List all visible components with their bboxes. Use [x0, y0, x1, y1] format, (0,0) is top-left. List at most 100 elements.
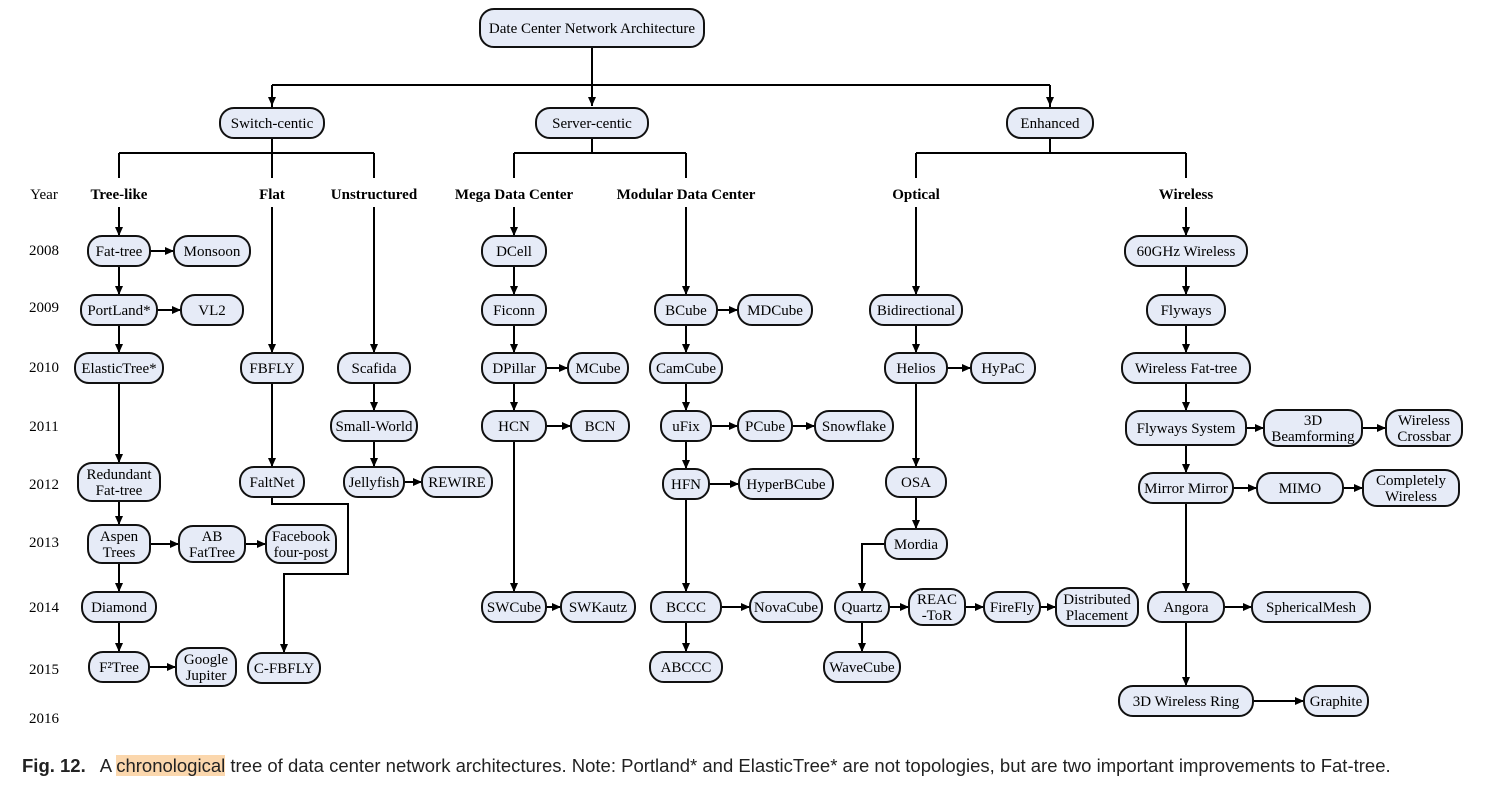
node-label-mcube: MCube: [576, 361, 621, 377]
node-box-jellyfish: [343, 466, 405, 498]
node-cfbfly: C-FBFLY: [247, 652, 321, 684]
node-label-fbfly: FBFLY: [249, 361, 294, 377]
node-box-snowflake: [814, 410, 894, 442]
node-bccc: BCCC: [650, 591, 722, 623]
node-box-hfn: [662, 468, 710, 500]
node-box-ufix: [660, 410, 712, 442]
node-helios: Helios: [884, 352, 948, 384]
node-box-wfattree: [1121, 352, 1251, 384]
node-label-vl2: VL2: [198, 303, 226, 319]
node-label-dcell: DCell: [496, 244, 532, 260]
node-abccc: ABCCC: [649, 651, 723, 683]
caption-prefix: A: [99, 755, 112, 776]
node-box-osa: [885, 466, 947, 498]
node-box-google: [175, 647, 237, 687]
node-angora: Angora: [1147, 591, 1225, 623]
node-box-switch: [219, 107, 325, 139]
node-box-pcube: [737, 410, 793, 442]
caption-body: tree of data center network architecture…: [230, 755, 1391, 776]
node-root: Date Center Network Architecture: [479, 8, 705, 48]
node-label-swcube: SWCube: [487, 600, 542, 616]
node-label-portland: PortLand*: [87, 303, 150, 319]
node-jellyfish: Jellyfish: [343, 466, 405, 498]
node-label-reactor: REAC: [917, 592, 957, 608]
node-box-scafida: [337, 352, 411, 384]
category-optical: Optical: [892, 187, 940, 203]
node-box-completely: [1362, 469, 1460, 507]
node-scafida: Scafida: [337, 352, 411, 384]
node-fattree: Fat-tree: [87, 235, 151, 267]
node-box-mimo: [1256, 472, 1344, 504]
node-label-swkautz: SWKautz: [569, 600, 628, 616]
year-2016: 2016: [29, 711, 60, 727]
node-label-abccc: ABCCC: [661, 660, 712, 676]
node-label-mimo: MIMO: [1279, 481, 1322, 497]
node-box-flyways: [1146, 294, 1226, 326]
edge-server-branches: [513, 138, 687, 178]
node-snowflake: Snowflake: [814, 410, 894, 442]
node-box-w60ghz: [1124, 235, 1248, 267]
node-label-elastictree: ElasticTree*: [81, 361, 156, 377]
node-mimo: MIMO: [1256, 472, 1344, 504]
node-box-hyperbcube: [738, 468, 834, 500]
node-label-camcube: CamCube: [656, 361, 716, 377]
node-rewire: REWIRE: [421, 466, 493, 498]
node-box-redundant: [77, 462, 161, 502]
node-label-angora: Angora: [1164, 600, 1209, 616]
node-label-wavecube: WaveCube: [829, 660, 895, 676]
node-box-smallworld: [330, 410, 418, 442]
node-box-camcube: [649, 352, 723, 384]
node-enhanced: Enhanced: [1006, 107, 1094, 139]
node-box-server: [535, 107, 649, 139]
year-2011: 2011: [29, 419, 58, 435]
category-modular-data-center: Modular Data Center: [617, 187, 756, 203]
node-label-osa: OSA: [901, 475, 931, 491]
node-hcn: HCN: [481, 410, 547, 442]
node-box-cfbfly: [247, 652, 321, 684]
node-box-abccc: [649, 651, 723, 683]
node-label-cfbfly: C-FBFLY: [254, 661, 314, 677]
node-graphite: Graphite: [1303, 685, 1369, 717]
node-box-beamforming: [1263, 409, 1363, 447]
category-unstructured: Unstructured: [331, 187, 418, 203]
node-label-snowflake: Snowflake: [822, 419, 886, 435]
node-box-firefly: [983, 591, 1041, 623]
node-label-dpillar: DPillar: [492, 361, 535, 377]
node-label-facebook: Facebook: [272, 529, 331, 545]
node-dcell: DCell: [481, 235, 547, 267]
node-box-dpillar: [481, 352, 547, 384]
caption-highlight: chronological: [116, 755, 226, 776]
node-box-ficonn: [481, 294, 547, 326]
node-ficonn: Ficonn: [481, 294, 547, 326]
node-box-dcell: [481, 235, 547, 267]
node-label-google: Jupiter: [186, 668, 227, 684]
node-label-f2tree: F²Tree: [99, 660, 139, 676]
labels: Year Tree-like Flat Unstructured Mega Da…: [29, 187, 1213, 727]
node-box-quartz: [834, 591, 890, 623]
node-label-ficonn: Ficonn: [493, 303, 535, 319]
node-flywayssys: Flyways System: [1125, 410, 1247, 446]
node-hfn: HFN: [662, 468, 710, 500]
node-novacube: NovaCube: [749, 591, 823, 623]
node-box-bccc: [650, 591, 722, 623]
node-label-mirror: Mirror Mirror: [1144, 481, 1228, 497]
node-firefly: FireFly: [983, 591, 1041, 623]
node-box-ring3d: [1118, 685, 1254, 717]
node-label-abfattree: FatTree: [189, 545, 235, 561]
node-label-scafida: Scafida: [352, 361, 397, 377]
node-server: Server-centic: [535, 107, 649, 139]
node-ring3d: 3D Wireless Ring: [1118, 685, 1254, 717]
node-label-crossbar: Wireless: [1398, 413, 1450, 429]
node-portland: PortLand*: [80, 294, 158, 326]
node-label-bidirectional: Bidirectional: [877, 303, 955, 319]
node-mirror: Mirror Mirror: [1138, 472, 1234, 504]
node-swkautz: SWKautz: [560, 591, 636, 623]
node-hypac: HyPaC: [970, 352, 1036, 384]
node-wfattree: Wireless Fat-tree: [1121, 352, 1251, 384]
edges: [115, 47, 1386, 705]
node-mdcube: MDCube: [737, 294, 813, 326]
node-box-f2tree: [88, 651, 150, 683]
node-label-completely: Completely: [1376, 473, 1446, 489]
